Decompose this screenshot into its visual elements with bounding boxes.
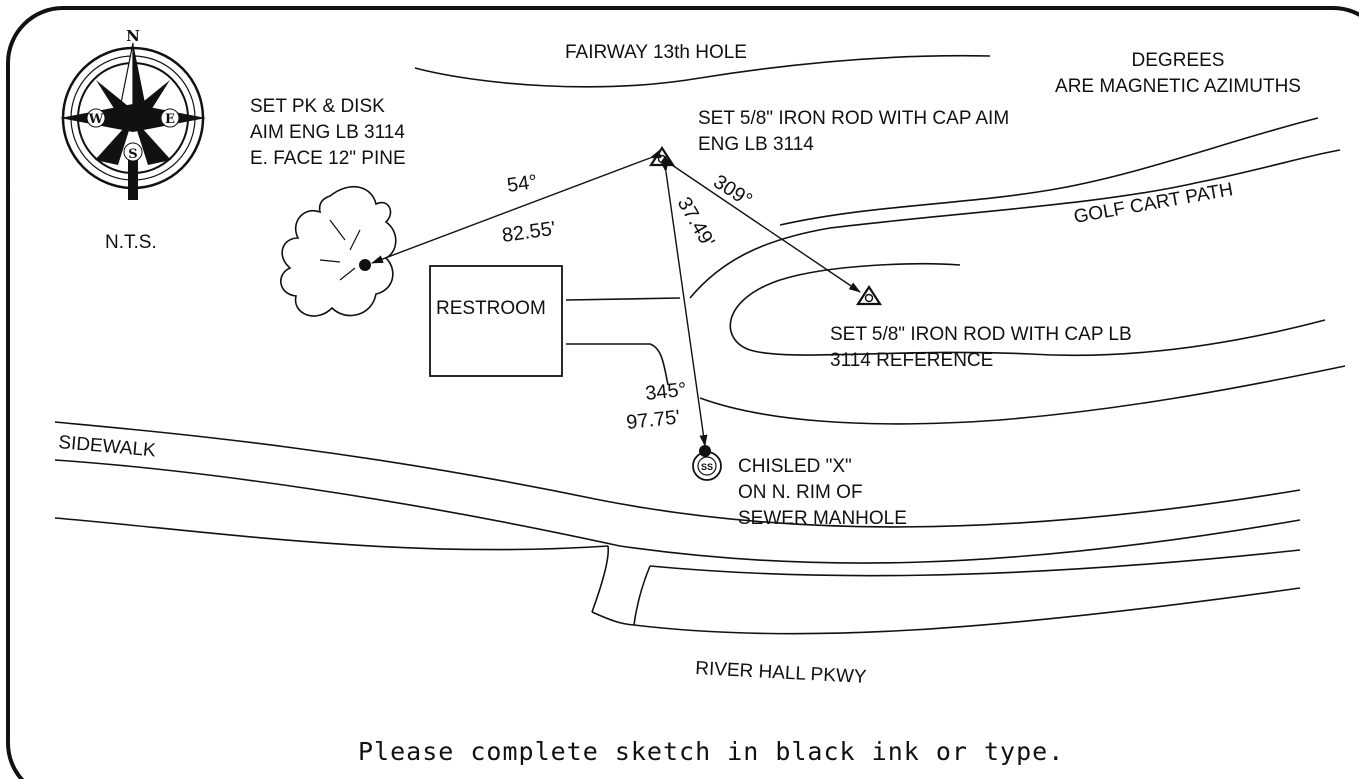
pk-disk-point	[359, 259, 371, 271]
pine-bearing: 54°	[506, 171, 539, 197]
parkway-north-edge	[54, 517, 609, 551]
degrees-note-line1: DEGREES	[1132, 50, 1225, 71]
pine-tree-detail	[319, 219, 361, 281]
sidewalk-upper-edge	[54, 421, 1301, 528]
ref-distance: 37.49'	[673, 194, 719, 252]
north-arrow-icon	[60, 42, 206, 200]
fairway-edge	[414, 54, 991, 88]
pk-note-line1: SET PK & DISK	[250, 96, 385, 117]
manhole-note-line1: CHISLED "X"	[738, 456, 852, 477]
fairway-label: FAIRWAY 13th HOLE	[565, 42, 747, 63]
scale-note: N.T.S.	[105, 232, 157, 253]
rod-ref-note-line1: SET 5/8" IRON ROD WITH CAP LB	[830, 324, 1132, 345]
parkway-median-west	[633, 565, 651, 626]
river-hall-label: RIVER HALL PKWY	[695, 658, 868, 688]
parkway-north-edge-east	[649, 549, 1301, 577]
iron-rod-aim-icon	[648, 145, 676, 167]
restroom-walkway-upper	[565, 297, 681, 301]
compass-east-label: E	[165, 112, 175, 127]
footer-instruction: Please complete sketch in black ink or t…	[358, 737, 1064, 766]
manhole-symbol-label: SS	[701, 462, 713, 472]
rod-aim-note-line2: ENG LB 3114	[698, 134, 814, 155]
compass-west-label: W	[88, 112, 104, 127]
parkway-south-edge	[591, 545, 610, 613]
rod-ref-note-line2: 3114 REFERENCE	[830, 350, 993, 371]
manhole-note-line2: ON N. RIM OF	[738, 482, 863, 503]
sketch-border	[6, 6, 1359, 779]
golf-cart-path-upper-edge	[779, 117, 1319, 226]
pk-note-line3: E. FACE 12" PINE	[250, 148, 406, 169]
iron-rod-reference-icon	[855, 284, 883, 306]
golf-cart-path-label: GOLF CART PATH	[1072, 179, 1234, 228]
pine-tree-icon	[280, 186, 397, 317]
manhole-bearing: 345°	[644, 379, 687, 405]
sewer-manhole-icon	[692, 445, 722, 481]
rod-aim-note-line1: SET 5/8" IRON ROD WITH CAP AIM	[698, 108, 1009, 129]
pine-distance: 82.55'	[501, 218, 557, 247]
restroom-walkway-lower	[566, 343, 669, 386]
restroom-building	[429, 265, 563, 377]
manhole-note-line3: SEWER MANHOLE	[738, 508, 907, 529]
pk-note-line2: AIM ENG LB 3114	[250, 122, 405, 143]
degrees-note-line2: ARE MAGNETIC AZIMUTHS	[1055, 76, 1301, 97]
line-to-pine	[371, 150, 662, 264]
sidewalk-label: SIDEWALK	[58, 432, 157, 461]
manhole-distance: 97.75'	[625, 406, 681, 434]
restroom-label: RESTROOM	[436, 298, 546, 319]
compass-north-label: N	[126, 27, 140, 45]
parkway-south-curb	[591, 587, 1301, 635]
golf-cart-path-lower-edge	[699, 365, 1346, 425]
sidewalk-lower-edge	[54, 459, 1301, 564]
line-to-manhole	[660, 160, 708, 447]
compass-south-label: S	[128, 147, 137, 162]
